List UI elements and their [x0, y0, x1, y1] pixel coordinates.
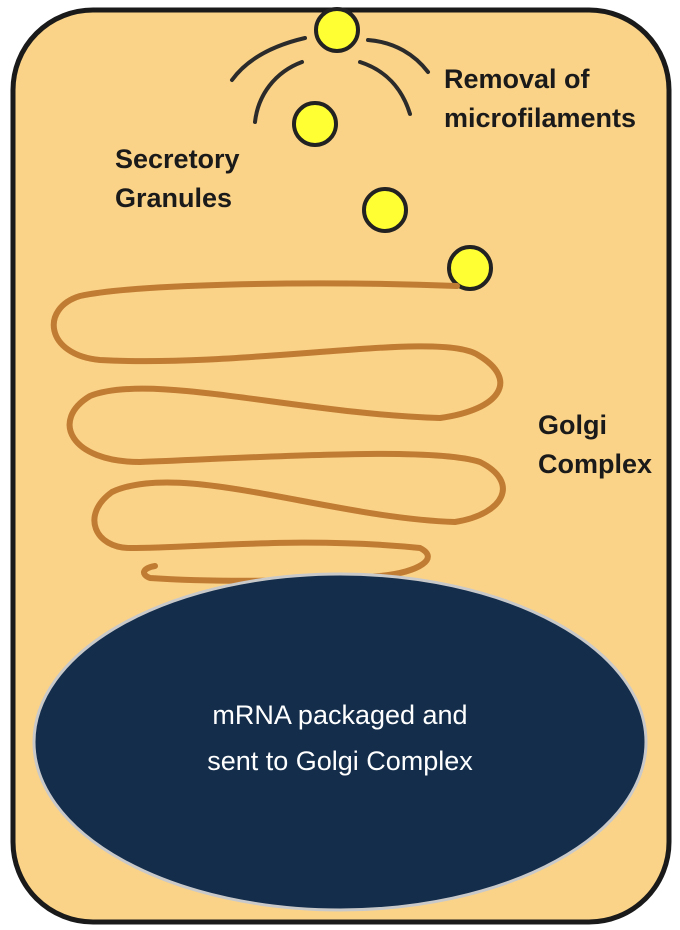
golgi-label-line1: Golgi [538, 410, 607, 440]
granules-label-line1: Secretory [115, 144, 240, 174]
nucleus-label-line1: mRNA packaged and [212, 700, 468, 730]
nucleus [32, 572, 648, 912]
granule-icon [362, 187, 408, 233]
microfilament-right-outer [366, 38, 430, 74]
removal-of-microfilaments-label: Removal of microfilaments [444, 60, 636, 138]
microfilaments [230, 36, 430, 124]
microfilament-left-outer [230, 36, 307, 82]
granules-label-line2: Granules [115, 183, 233, 213]
removal-label-line2: microfilaments [444, 103, 637, 133]
nucleus-label: mRNA packaged and sent to Golgi Complex [120, 692, 560, 784]
granule-icon [314, 7, 360, 53]
golgi-complex-label: Golgi Complex [538, 406, 652, 484]
secretory-granules [292, 7, 493, 291]
removal-label-line1: Removal of [444, 64, 590, 94]
golgi-complex-icon [50, 280, 506, 584]
golgi-label-line2: Complex [538, 449, 653, 479]
microfilament-right-inner [358, 60, 412, 116]
granule-icon [292, 101, 338, 147]
nucleus-label-line2: sent to Golgi Complex [207, 746, 473, 776]
microfilament-left-inner [253, 60, 304, 124]
secretory-granules-label: Secretory Granules [115, 140, 240, 218]
granule-icon [447, 245, 493, 291]
